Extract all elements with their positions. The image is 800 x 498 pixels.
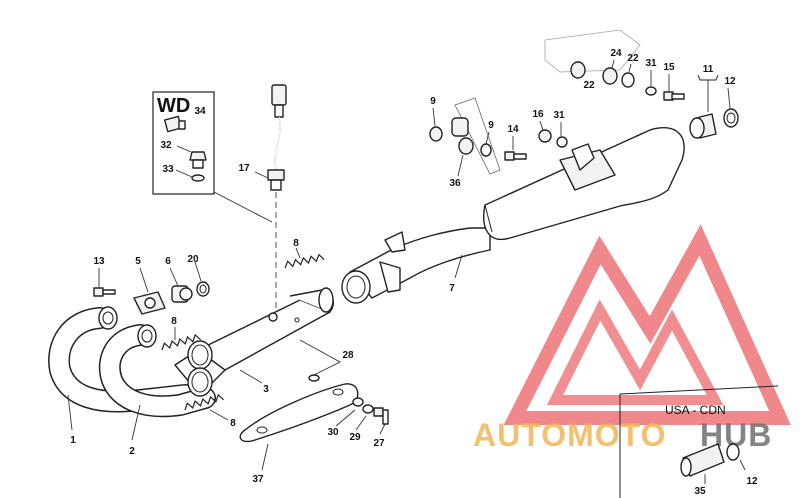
bolts-31-15: 31 15 (645, 58, 685, 101)
part-number-34: 34 (194, 106, 206, 117)
part-number-2: 2 (129, 446, 135, 457)
muffler-7: 7 (341, 126, 685, 304)
bracket-frame-outline (544, 29, 641, 73)
wd-variant-box: WD 34 32 33 (152, 91, 215, 195)
part-number-28: 28 (342, 350, 354, 361)
part-number-8-a: 8 (171, 316, 177, 327)
part-number-35: 35 (694, 486, 706, 497)
part-number-8-c: 8 (230, 418, 236, 429)
part-number-12-b: 12 (746, 476, 758, 487)
spring-8-left: 8 (161, 316, 202, 351)
part-number-17: 17 (238, 163, 250, 174)
part-number-11: 11 (703, 64, 714, 75)
part-number-9-b: 9 (488, 120, 494, 131)
header-pipe-2: 2 (98, 324, 216, 457)
spring-8-top: 8 (284, 238, 325, 269)
part-number-29: 29 (349, 432, 361, 443)
part-number-31-b: 31 (553, 110, 565, 121)
part-number-33: 33 (162, 164, 174, 175)
exhaust-tip-11-12: 11 12 (689, 64, 739, 139)
part-number-15: 15 (663, 62, 675, 73)
muffler-clamp-9-36: 9 9 36 (429, 96, 501, 189)
part-number-24: 24 (610, 48, 622, 59)
part-number-36: 36 (449, 178, 461, 189)
sensor-plug-32 (176, 145, 207, 169)
part-number-27: 27 (373, 438, 385, 449)
part-number-3: 3 (263, 384, 269, 395)
part-number-20: 20 (187, 254, 199, 265)
oxygen-sensor-17: 17 (238, 84, 287, 191)
part-number-8-b: 8 (293, 238, 299, 249)
flange-5: 5 (133, 256, 166, 315)
part-number-31-a: 31 (645, 58, 657, 69)
gasket-20: 20 (187, 254, 210, 297)
part-number-5: 5 (135, 256, 141, 267)
collector-3: 3 (174, 287, 334, 397)
part-number-7: 7 (449, 283, 455, 294)
heat-shield-37: 37 (239, 383, 359, 485)
washer-28: 28 (299, 339, 354, 382)
part-number-16: 16 (532, 109, 544, 120)
part-number-13: 13 (93, 256, 105, 267)
bolt-13: 13 (93, 256, 116, 297)
part-number-32: 32 (160, 140, 172, 151)
part-number-22-a: 22 (583, 80, 595, 91)
wd-guide-line (213, 191, 273, 223)
watermark-brand-1: AUTOMOTO (473, 417, 666, 453)
wd-label: WD (157, 95, 190, 117)
usa-cdn-label: USA - CDN (665, 403, 726, 417)
nut-6: 6 (165, 256, 193, 303)
part-number-1: 1 (70, 435, 76, 446)
rubber-mount-24-22: 22 24 22 (570, 48, 639, 91)
bolt-34 (163, 115, 186, 133)
part-number-37: 37 (252, 474, 264, 485)
usa-cdn-inset: USA - CDN 35 12 (619, 385, 779, 498)
watermark-logo: AUTOMOTO HUB (473, 224, 791, 453)
washer-33 (175, 169, 205, 182)
part-number-6: 6 (165, 256, 171, 267)
bolts-14-16-31: 14 16 31 (504, 109, 595, 171)
part-number-14: 14 (507, 124, 519, 135)
part-number-9-a: 9 (430, 96, 436, 107)
spring-8-bottom: 8 (184, 393, 236, 429)
part-number-30: 30 (327, 427, 339, 438)
part-number-12-a: 12 (724, 76, 736, 87)
part-number-22-b: 22 (627, 53, 639, 64)
fasteners-27-29-30: 30 29 27 (327, 397, 389, 449)
